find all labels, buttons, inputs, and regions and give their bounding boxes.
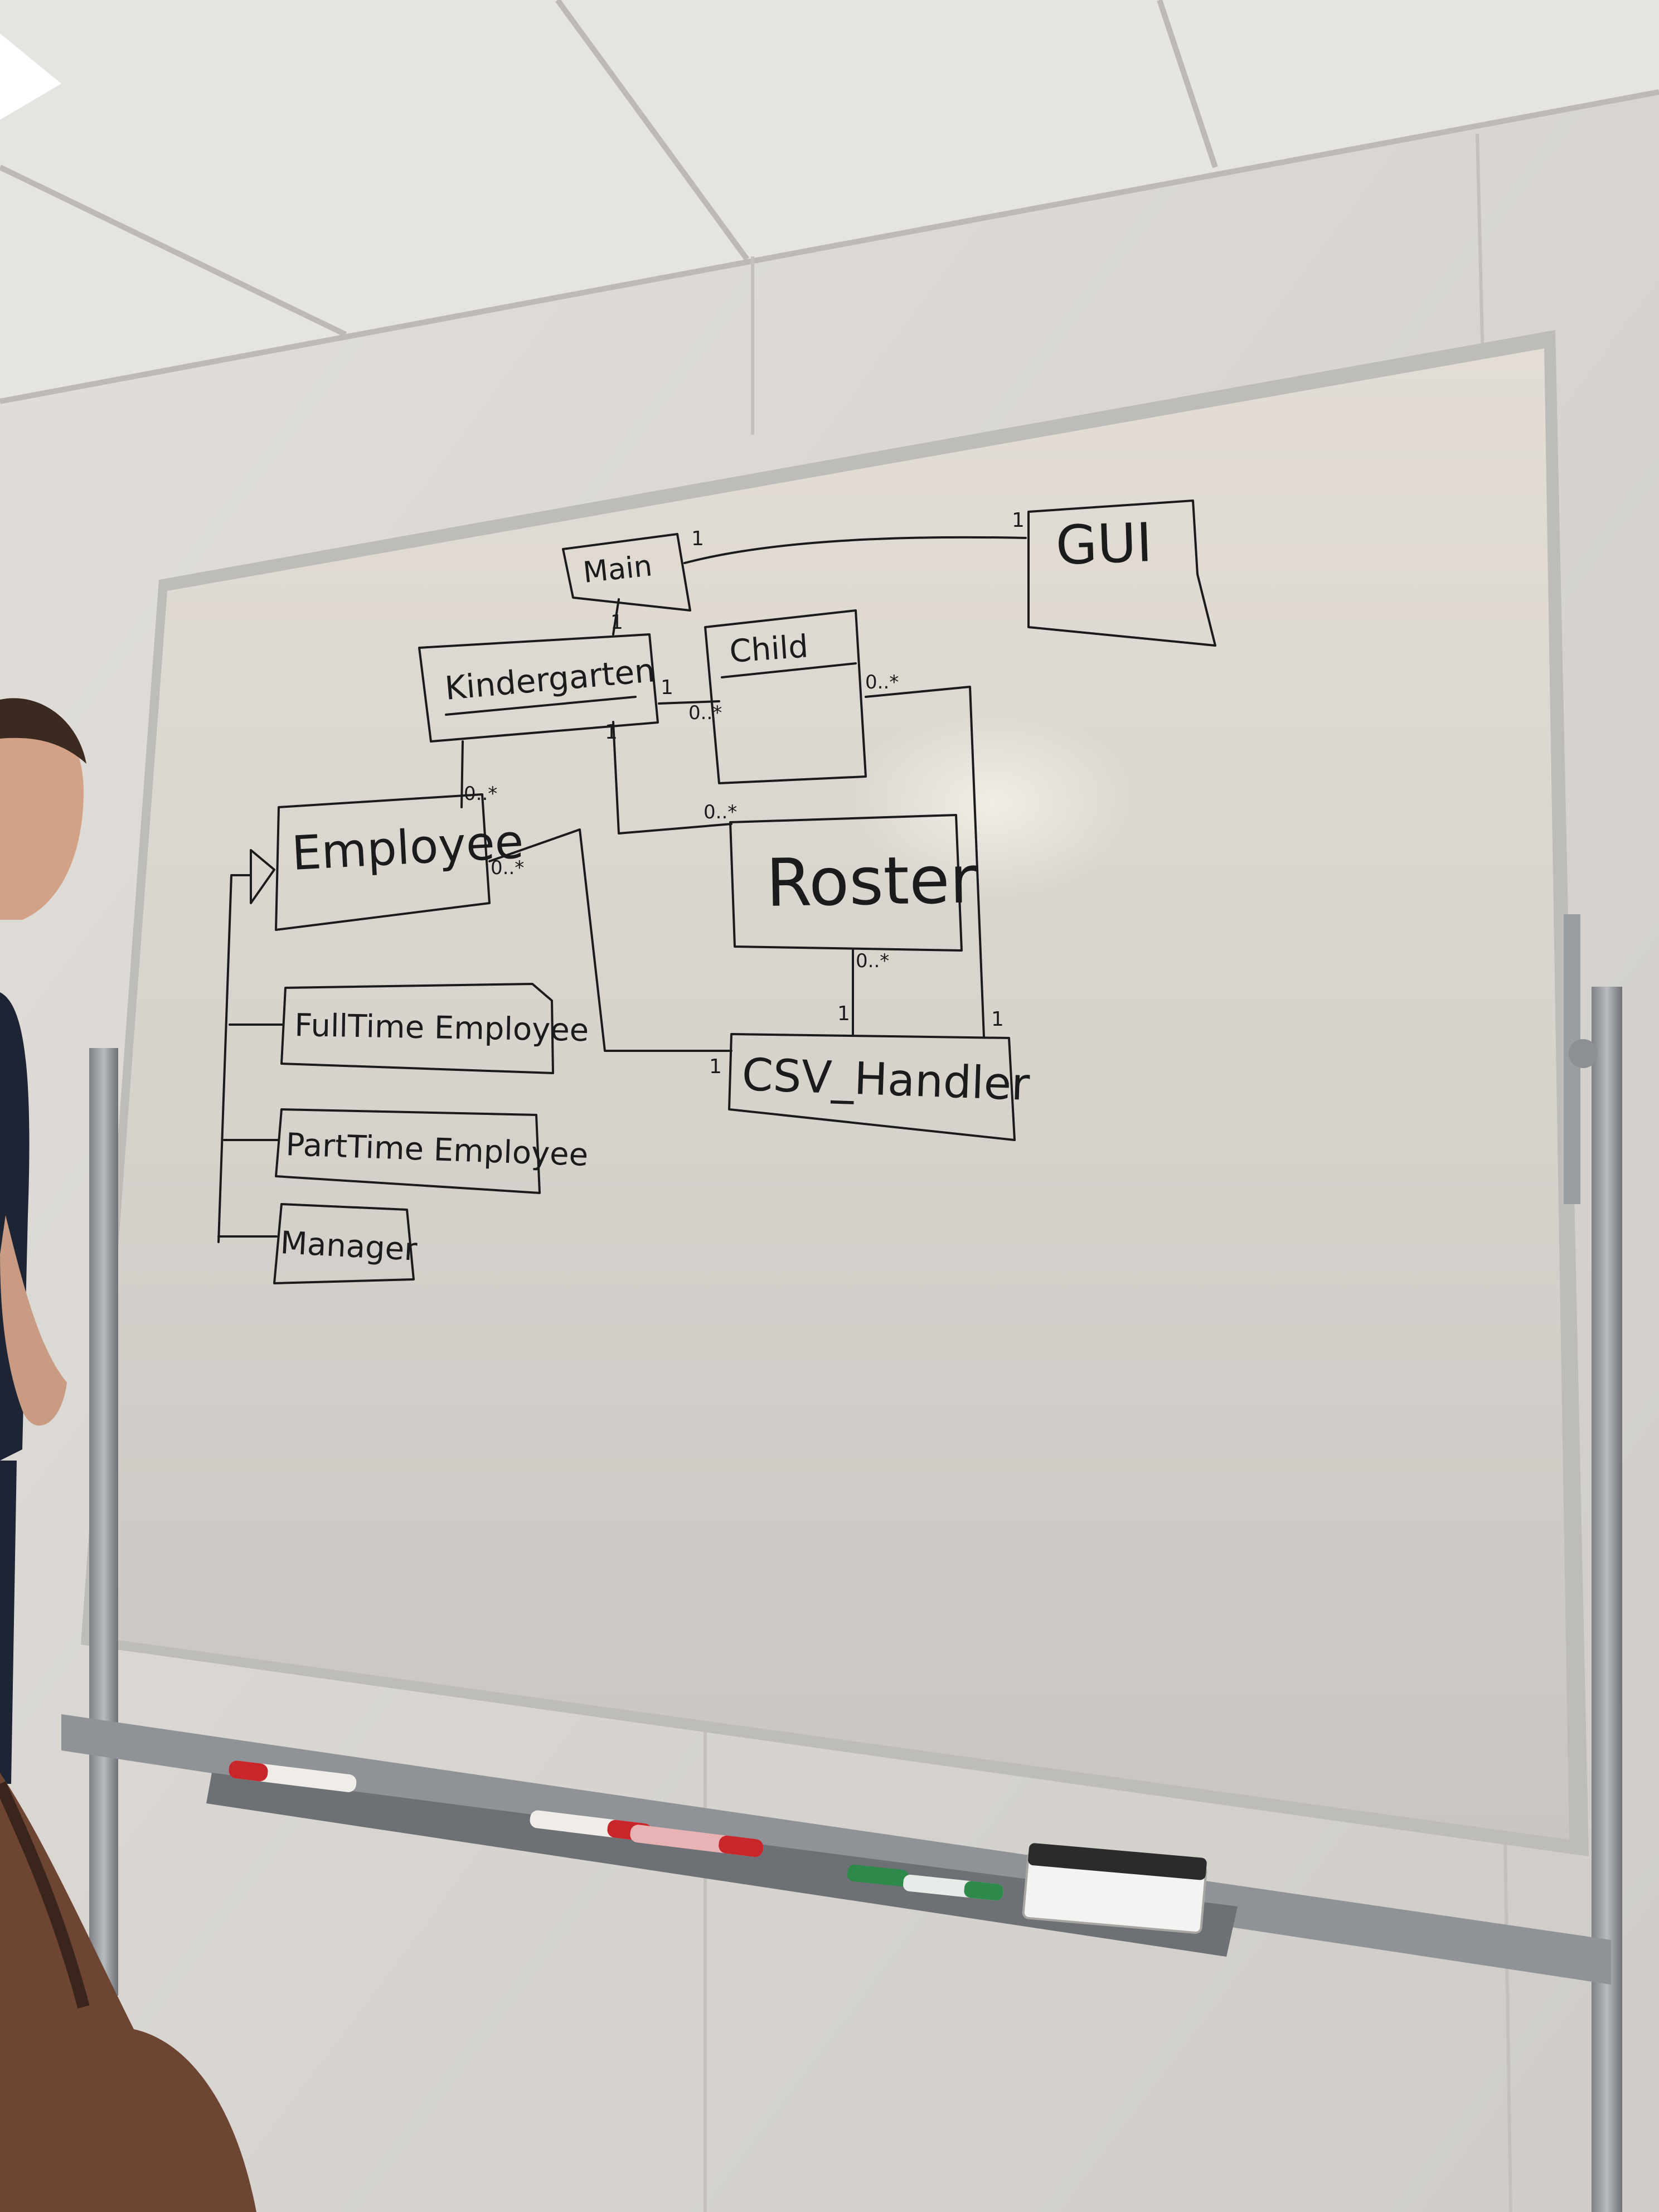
child-class-divider: [721, 662, 857, 678]
whiteboard-eraser: [1022, 1843, 1207, 1934]
gui-class-box: [1027, 499, 1216, 647]
person: [0, 698, 86, 1784]
stand-pole-left: [89, 1048, 118, 1996]
child-csv-association: [865, 686, 985, 1038]
kindergarten-roster-association: [612, 721, 733, 835]
ceiling-grid: [0, 0, 1659, 404]
main-class-box: [562, 533, 691, 612]
stand-pole-right: [1592, 987, 1622, 2212]
mult-employee-csv-csv: 1: [709, 1055, 722, 1078]
person-leg: [0, 1461, 17, 1784]
mult-kindergarten-child-c: 0..*: [688, 702, 722, 724]
manager-class-box: [273, 1203, 415, 1284]
main-gui-association: [683, 536, 1027, 564]
light-glare: [847, 708, 1137, 898]
leather-bag: [0, 1773, 256, 2212]
kindergarten-class-box: [418, 633, 659, 743]
mult-kindergarten-main: 1: [610, 611, 623, 634]
whiteboard-surface: [89, 348, 1569, 1840]
uml-diagram: [217, 499, 1216, 1284]
mult-child-csv-csv: 1: [991, 1008, 1004, 1031]
fulltime-employee-class-label: FullTime Employee: [294, 1007, 589, 1049]
child-class-label: Child: [728, 628, 809, 670]
green-marker: [903, 1874, 1003, 1901]
red-marker: [229, 1760, 357, 1792]
mult-kindergarten-employee: 0..*: [464, 783, 497, 805]
gui-class-label: GUI: [1055, 511, 1153, 577]
marker-tray-lip: [206, 1773, 1238, 1957]
generalization-line: [217, 874, 252, 1243]
mult-child-csv-c: 0..*: [865, 671, 899, 693]
red-marker: [630, 1825, 764, 1857]
csv-handler-class-label: CSV_Handler: [741, 1049, 1030, 1110]
person-head: [0, 706, 84, 920]
mult-kindergarten-roster-r: 0..*: [704, 801, 737, 823]
person-hair: [0, 698, 86, 764]
mult-main-gui-main: 1: [691, 527, 704, 550]
ceiling: [0, 0, 1659, 401]
main-kindergarten-association: [612, 598, 620, 636]
employee-class-box: [275, 793, 491, 931]
whiteboard: [81, 330, 1589, 1856]
tray-items: [229, 1760, 1207, 1934]
mult-employee-csv-e: 0..*: [491, 857, 524, 879]
parttime-employee-class-box: [275, 1108, 541, 1194]
mult-main-gui-gui: 1: [1012, 509, 1025, 532]
child-class-box: [704, 609, 867, 784]
green-marker: [847, 1864, 909, 1886]
ceiling-light: [0, 33, 61, 120]
mult-kindergarten-roster-k: 1: [605, 721, 618, 744]
csv-handler-class-box: [728, 1033, 1016, 1141]
bag-strap: [0, 1781, 90, 2009]
manager-class-label: Manager: [279, 1225, 419, 1268]
employee-csv-association: [488, 828, 733, 1052]
kindergarten-employee-association: [460, 740, 464, 808]
person-arm: [0, 1215, 67, 1426]
kindergarten-child-association: [658, 700, 720, 705]
mult-kindergarten-child-k: 1: [661, 676, 673, 699]
employee-class-label: Employee: [290, 814, 525, 881]
mult-roster-csv-r: 0..*: [856, 950, 889, 972]
mult-roster-csv-csv: 1: [837, 1002, 850, 1025]
generalization-triangle: [250, 849, 275, 904]
roster-class-box: [729, 814, 963, 952]
whiteboard-stand: [61, 914, 1622, 2212]
roster-class-label: Roster: [765, 841, 978, 921]
fulltime-employee-class-box: [280, 983, 554, 1074]
main-class-label: Main: [581, 549, 654, 590]
stand-knob: [1569, 1039, 1598, 1068]
kindergarten-underline: [445, 696, 637, 716]
